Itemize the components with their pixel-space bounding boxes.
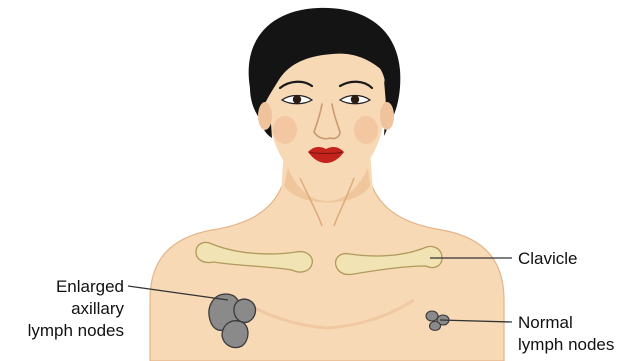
right-ear — [380, 102, 394, 130]
clavicle-label: Clavicle — [518, 249, 578, 268]
right-cheek — [354, 116, 378, 144]
enlarged-label-line3: lymph nodes — [28, 321, 124, 340]
normal-label-line2: lymph nodes — [518, 335, 614, 354]
normal-label-line1: Normal — [518, 313, 573, 332]
left-cheek — [273, 116, 297, 144]
enlarged-label-line1: Enlarged — [56, 277, 124, 296]
left-ear — [258, 102, 272, 130]
enlarged-label-line2: axillary — [71, 299, 124, 318]
